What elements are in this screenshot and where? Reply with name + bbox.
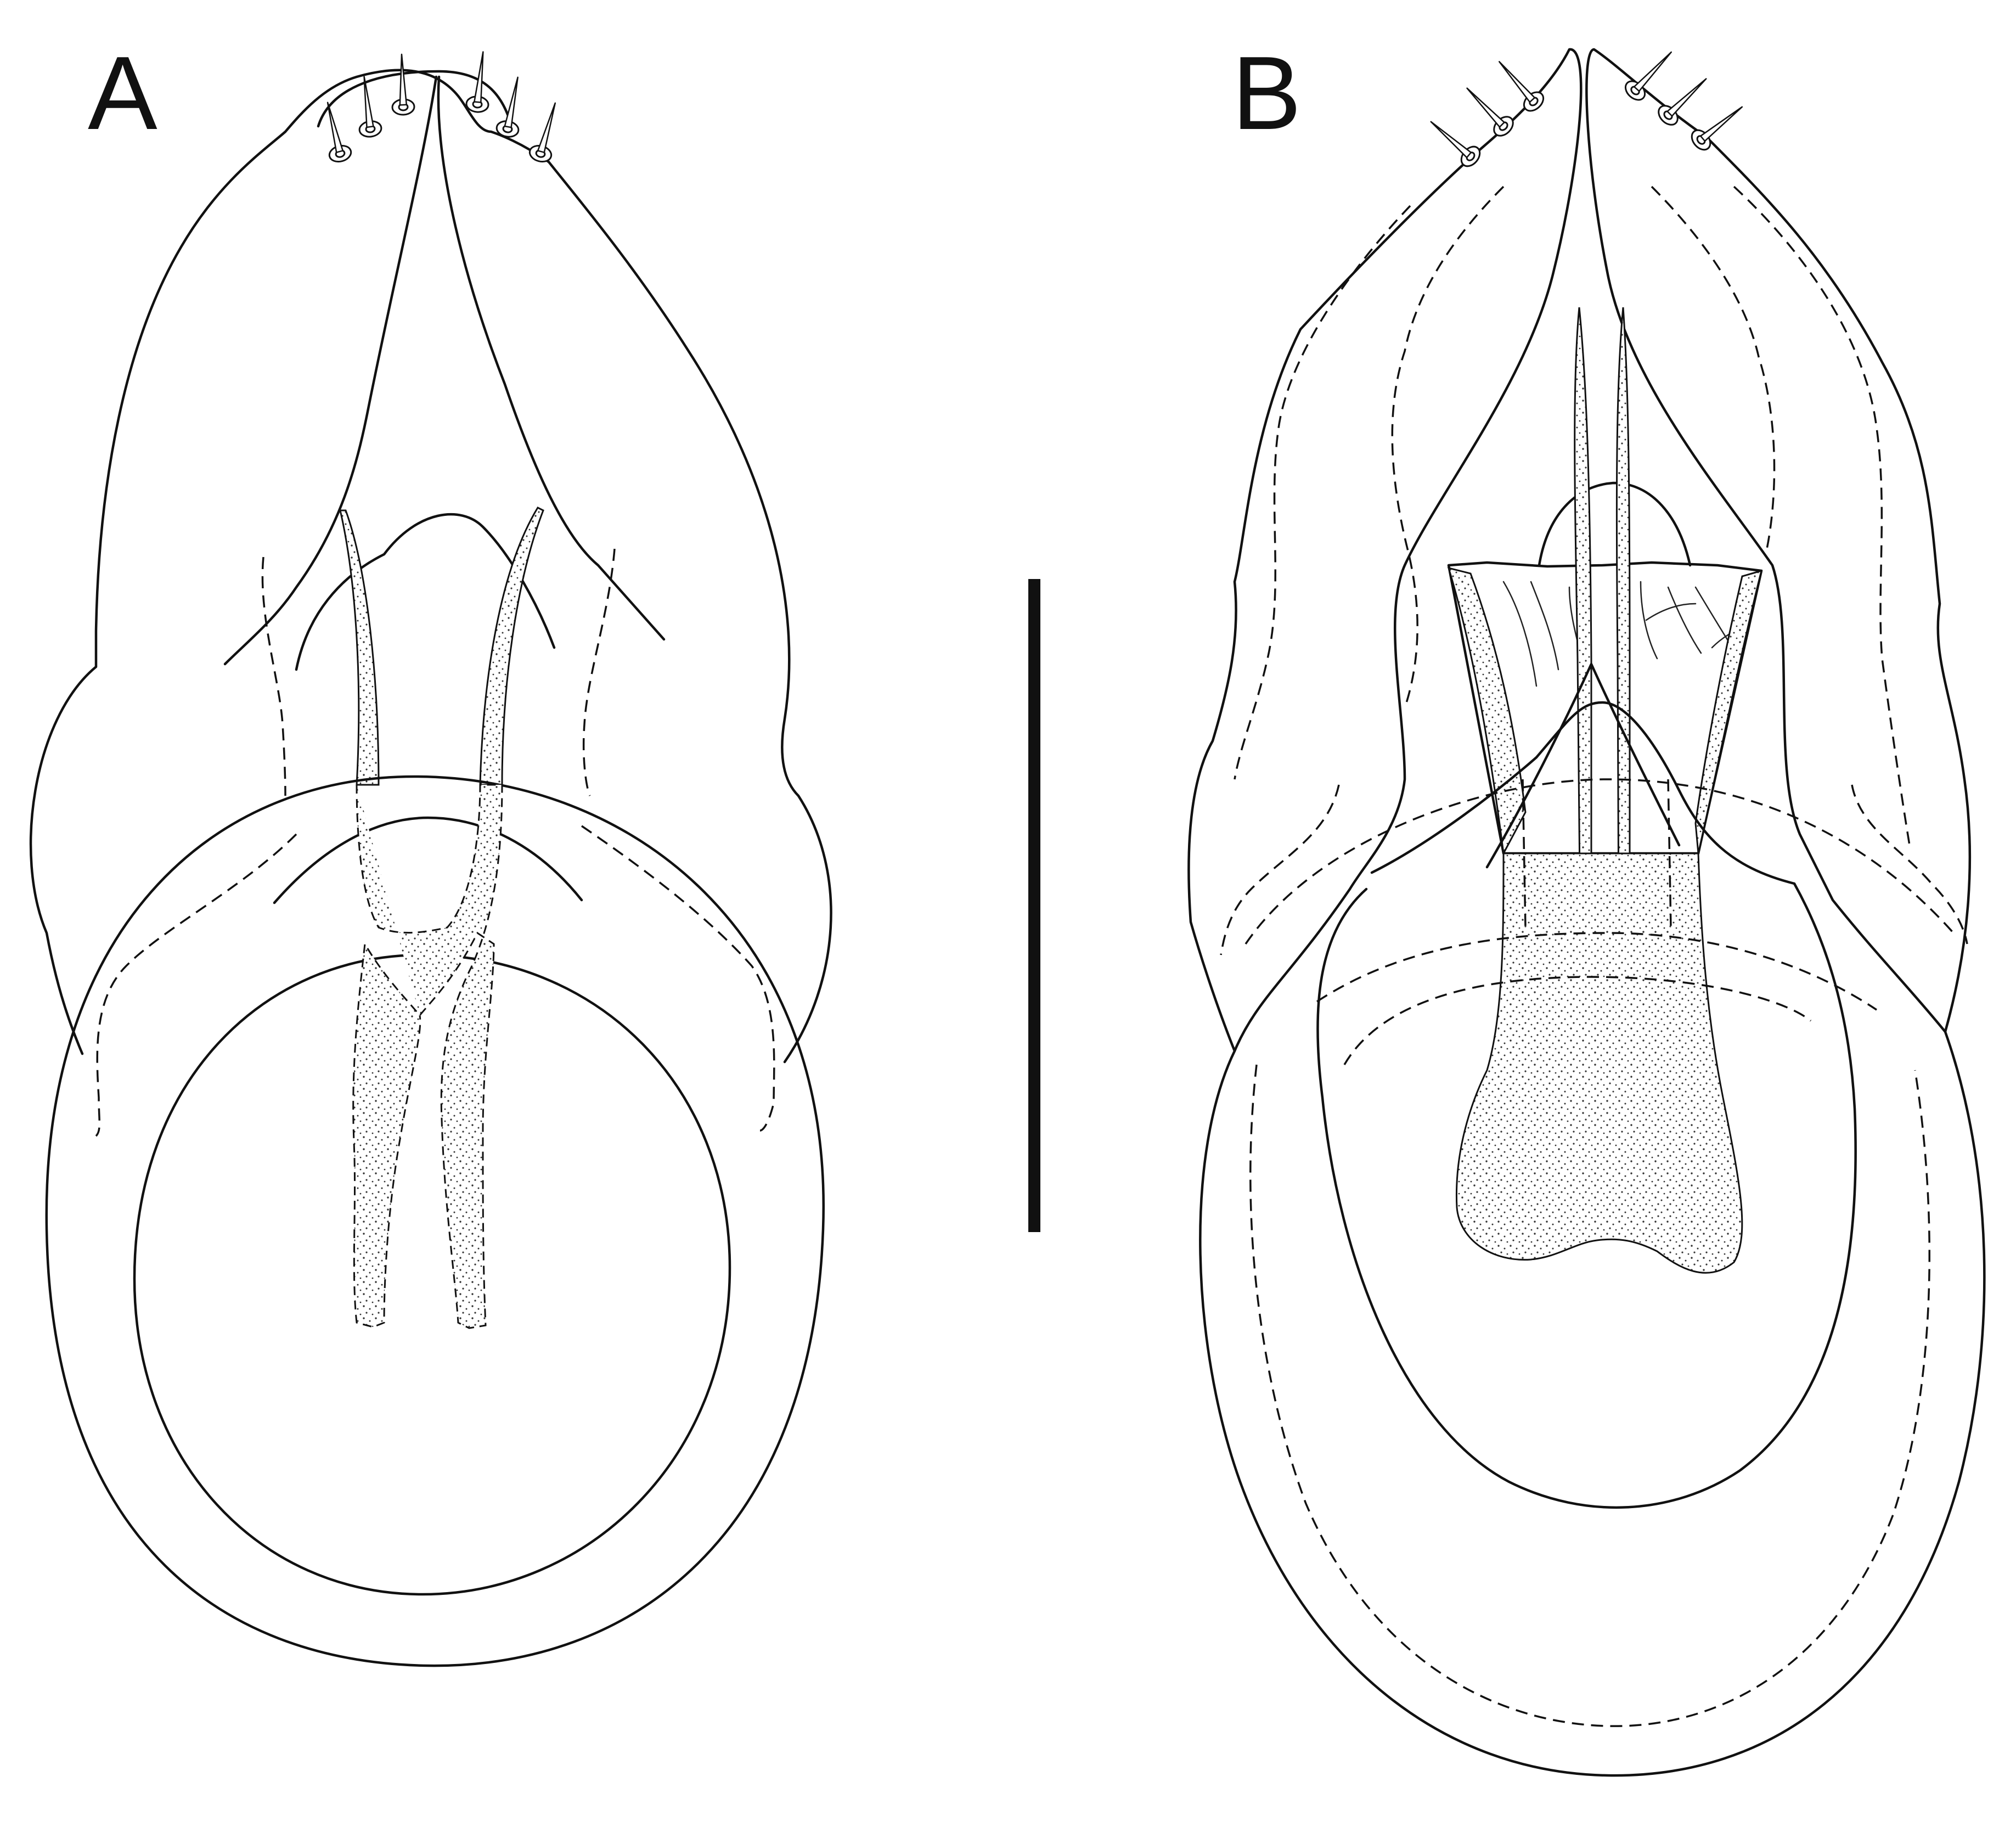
panel-b-rod-dash-right xyxy=(1667,779,1672,928)
panel-b-dashed-arc-low xyxy=(1343,976,1812,1065)
panel-b-fold-left xyxy=(1220,784,1340,955)
panel-a-body-outline xyxy=(29,69,832,1064)
panel-b-chevron-lower xyxy=(1370,701,1796,885)
panel-a-sclerite-left xyxy=(339,509,380,786)
panel-b-label: B xyxy=(1232,35,1302,151)
panel-b-inner-lobe xyxy=(1316,882,1857,1509)
panel-a-strut-left xyxy=(261,556,286,796)
panel-b-side-sclerite-right xyxy=(1694,569,1763,854)
panel-b-median-lobe xyxy=(1538,481,1692,567)
panel-b-paramere-left xyxy=(1187,48,1583,1053)
panel-b-dashed-arc-upper xyxy=(1244,778,1955,945)
panel-b-spicule-left xyxy=(1574,307,1592,934)
panel-b-paramere-left-dash2 xyxy=(1234,205,1411,780)
panel-a-paramere-right xyxy=(437,75,666,641)
panel-b-side-sclerite-left xyxy=(1447,566,1527,856)
panel-a-basal-sclerite xyxy=(352,784,503,1329)
panel-b-paramere-right-dash xyxy=(1651,185,1776,549)
panel-b-paramere-right xyxy=(1585,48,1972,1033)
panel-a-inner-arc xyxy=(273,816,583,904)
panel-a-fold-left xyxy=(95,833,297,1137)
panel-b-dashed-arc-mid xyxy=(1316,932,1877,1011)
panel-b-dashed-inner-ring xyxy=(1249,1064,1931,1727)
panel-b-paramere-left-dash xyxy=(1391,185,1505,709)
panel-a-outer-ring xyxy=(45,775,825,1667)
panel-b: B xyxy=(1187,35,1986,1777)
panel-a-sclerite-right xyxy=(479,507,544,786)
panel-b-rod-dash-left xyxy=(1522,779,1527,928)
panel-a-label: A xyxy=(88,35,157,151)
panel-b-spicule-right xyxy=(1615,307,1631,934)
panel-b-basal-rod xyxy=(1455,852,1743,1274)
panel-a-apex xyxy=(317,70,515,133)
panel-b-paramere-right-dash2 xyxy=(1733,185,1911,846)
panel-a-paramere-left xyxy=(223,75,438,666)
panel-a-fold-right xyxy=(581,825,775,1132)
panel-a: A xyxy=(29,35,832,1667)
panel-b-fold-right xyxy=(1851,784,1968,945)
panel-b-outer-ring xyxy=(1199,1030,1986,1777)
panel-a-strut-right xyxy=(582,548,616,796)
panel-a-inner-ring xyxy=(133,953,731,1596)
panel-a-central-hood xyxy=(295,513,556,671)
